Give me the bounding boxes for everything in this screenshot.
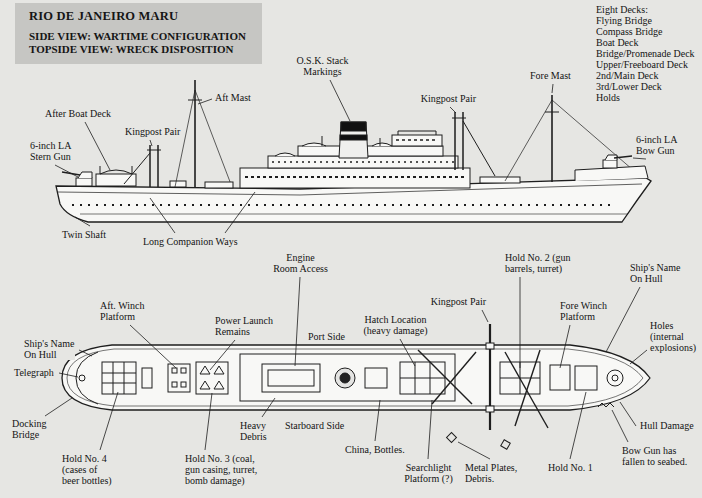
title-box: RIO DE JANEIRO MARU SIDE VIEW: WARTIME CO… (15, 3, 262, 64)
callout-label: Long Companion Ways (143, 236, 239, 247)
callout-label: 3rd/Lower Deck (596, 81, 663, 92)
callout-label: 6-inch LA Stern Gun (30, 140, 73, 162)
callout-label: Bridge/Promenade Deck (596, 48, 696, 59)
callout-label: Eight Decks: (596, 4, 649, 15)
callout-label: Aft. Winch Platform (100, 300, 145, 322)
callout-label: Hatch Location (heavy damage) (363, 314, 428, 336)
callout-label: Ship's Name On Hull (24, 338, 75, 360)
callout-label: Fore Winch Platform (560, 300, 607, 322)
title-text: RIO DE JANEIRO MARU (29, 9, 248, 24)
callout-label: Ship's Name On Hull (630, 262, 681, 284)
callout-label: Kingpost Pair (429, 296, 486, 307)
callout-label: Upper/Freeboard Deck (596, 59, 689, 70)
callout-label: Bow Gun has fallen to seabed. (622, 445, 688, 467)
callout-label: Docking Bridge (12, 418, 45, 440)
callout-label: Compass Bridge (596, 26, 664, 37)
callout-label: Port Side (308, 331, 346, 342)
callout-label: 2nd/Main Deck (596, 70, 660, 81)
callout-label: Starboard Side (285, 420, 346, 431)
callout-label: Kingpost Pair (420, 93, 477, 104)
top-view (62, 324, 650, 449)
callout-label: Metal Plates, Debris. (465, 462, 518, 484)
callout-label: Engine Room Access (273, 252, 328, 274)
callout-label: Twin Shaft (62, 229, 108, 240)
callout-label: Holds (596, 92, 621, 103)
callout-label: Heavy Debris (240, 420, 269, 442)
callout-label: Holes (internal explosions) (650, 320, 687, 353)
callout-label: After Boat Deck (45, 108, 113, 119)
callout-label: O.S.K. Stack Markings (296, 55, 349, 77)
callout-label: 6-inch LA Bow Gun (636, 134, 678, 156)
callout-label: Hold No. 3 (coal, gun casing, turret, bo… (185, 453, 258, 486)
callout-label: Aft Mast (215, 92, 252, 103)
leader-lines (45, 80, 647, 459)
callout-label: Flying Bridge (596, 15, 653, 26)
subtitle-text: TOPSIDE VIEW: WRECK DISPOSITION (29, 43, 248, 56)
subtitle-text: SIDE VIEW: WARTIME CONFIGURATION (29, 30, 248, 43)
side-view (56, 80, 651, 222)
callout-label: Fore Mast (530, 70, 572, 81)
callout-label: Boat Deck (596, 37, 640, 48)
callout-label: Power Launch Remains (215, 315, 274, 337)
callout-label: Hold No. 4 (cases of beer bottles) (62, 453, 112, 486)
callout-label: Hold No. 1 (548, 462, 594, 473)
callout-label: Hold No. 2 (gun barrels, turret) (505, 252, 571, 274)
callout-label: Searchlight Platform (?) (404, 462, 453, 484)
callout-label: Telegraph (14, 367, 55, 378)
callout-label: Kingpost Pair (125, 126, 182, 137)
callout-label: China, Bottles. (345, 444, 406, 455)
callout-label: Hull Damage (640, 420, 695, 431)
